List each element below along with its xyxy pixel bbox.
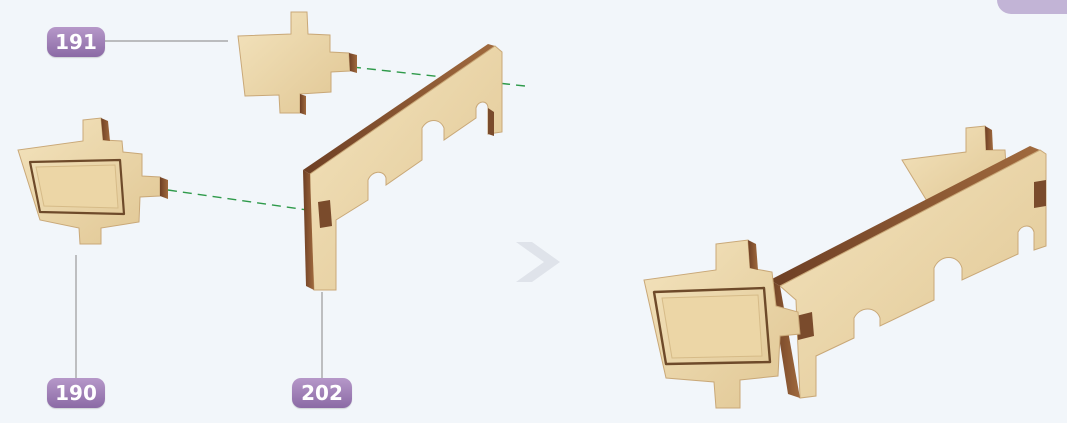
part-191-piece <box>238 12 357 115</box>
part-label-191: 191 <box>47 27 105 57</box>
part-202-piece <box>303 44 502 290</box>
assembled-result <box>644 126 1046 408</box>
page-corner-tab <box>997 0 1067 14</box>
part-190-piece <box>18 118 168 244</box>
chevron-right-icon <box>516 242 560 282</box>
part-label-202: 202 <box>292 378 352 408</box>
part-label-190: 190 <box>47 378 105 408</box>
